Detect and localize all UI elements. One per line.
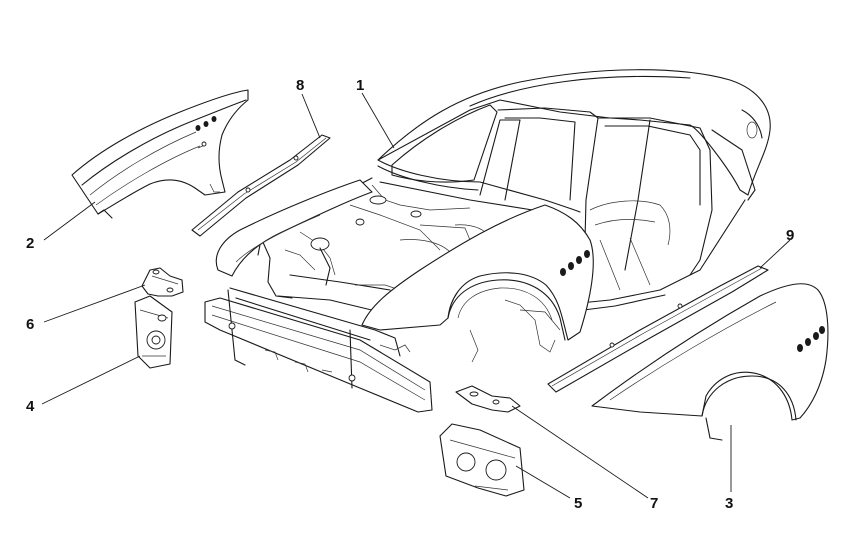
side-sill-rail [547, 265, 769, 393]
callout-4: 4 [26, 398, 35, 415]
lower-panel [439, 423, 525, 497]
leader-line-9 [759, 239, 791, 269]
callout-1: 1 [356, 77, 364, 94]
leader-line-2 [43, 201, 96, 241]
callout-9: 9 [786, 227, 794, 244]
left-wheelhouse-panel [71, 89, 249, 219]
callout-5: 5 [574, 495, 582, 512]
callout-8: 8 [296, 77, 304, 94]
car-body-shell [204, 69, 771, 413]
leader-line-1 [361, 92, 395, 149]
vertical-support-panel [134, 295, 173, 369]
leader-line-6 [43, 284, 146, 323]
callout-6: 6 [26, 316, 34, 333]
callout-labels: 1 2 3 4 5 6 7 8 9 [26, 77, 794, 512]
leader-lines [41, 92, 791, 499]
leader-line-5 [515, 465, 571, 499]
callout-3: 3 [725, 495, 733, 512]
leader-line-8 [301, 93, 321, 139]
upper-rail-strip [191, 134, 331, 237]
leader-line-7 [511, 405, 649, 499]
small-bracket [141, 267, 184, 297]
leader-line-4 [41, 355, 141, 405]
callout-2: 2 [26, 235, 34, 252]
callout-7: 7 [650, 495, 658, 512]
right-front-fender [591, 283, 829, 441]
bracket-plate [455, 385, 521, 413]
